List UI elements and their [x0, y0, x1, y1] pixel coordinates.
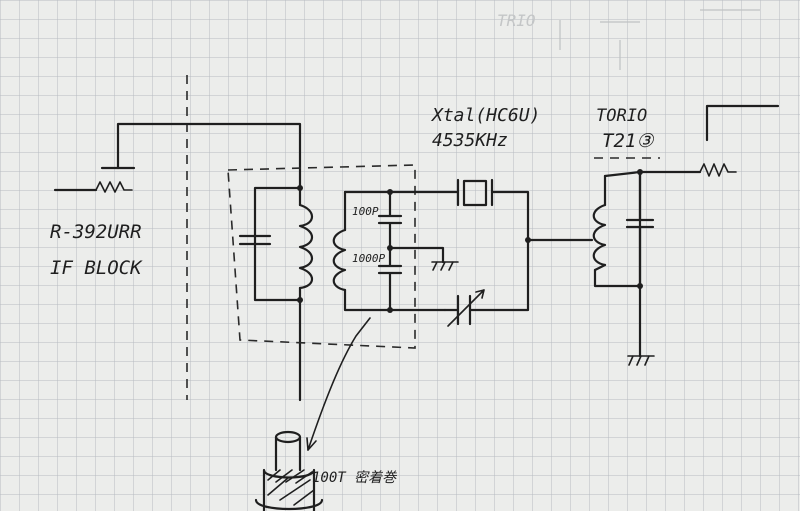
crystal-out-wire	[490, 190, 530, 242]
left-tank-capacitor	[238, 234, 272, 246]
ground-symbol	[431, 261, 459, 271]
right-tank-bottom	[343, 288, 447, 312]
right-tank-inductor	[332, 228, 347, 292]
crystal-body	[462, 179, 488, 207]
ghost-stroke	[559, 9, 760, 70]
t21-ground-symbol	[627, 355, 655, 366]
cap-1000p-label: 1000P	[352, 252, 385, 265]
note-arrowhead	[306, 437, 317, 451]
transformer-maker-label: TORIO	[596, 106, 647, 126]
output-resistor	[699, 163, 737, 177]
left-tank-inductor	[298, 203, 314, 290]
ground-wire	[388, 246, 445, 264]
ghost-text: TRIO	[497, 11, 536, 30]
coil-form-lower	[254, 498, 324, 511]
cap-100p-label: 100P	[352, 205, 379, 218]
coil-form-body	[274, 435, 302, 472]
t21-inductor	[592, 203, 607, 267]
node-dot	[297, 297, 303, 303]
shield-box	[227, 164, 416, 349]
input-resistor	[95, 181, 133, 193]
crystal-freq-label: 4535KHz	[432, 130, 508, 151]
transformer-model-label: T21③	[602, 130, 654, 152]
note-arrow-line	[307, 317, 371, 451]
trimmer-plates	[456, 294, 472, 326]
coil-winding-hatch	[267, 469, 315, 506]
trimmer-arrow	[447, 289, 485, 327]
radio-model-label: R-392URR	[50, 221, 142, 243]
cap-100p	[377, 190, 403, 250]
t21-capacitor	[625, 170, 655, 288]
node-dot	[387, 189, 393, 195]
coil-note-label: 100T 密着巻	[312, 470, 397, 486]
node-dot	[525, 237, 531, 243]
crystal-type-label: Xtal(HC6U)	[430, 105, 540, 126]
trimmer-wire	[443, 238, 530, 312]
cap-1000p	[377, 246, 403, 312]
t21-lower-lead	[593, 263, 607, 272]
feed-wire	[116, 122, 302, 187]
if-block-label: IF BLOCK	[50, 257, 143, 279]
output-stub	[705, 104, 780, 142]
node-dot	[387, 307, 393, 313]
node-dot	[297, 185, 303, 191]
